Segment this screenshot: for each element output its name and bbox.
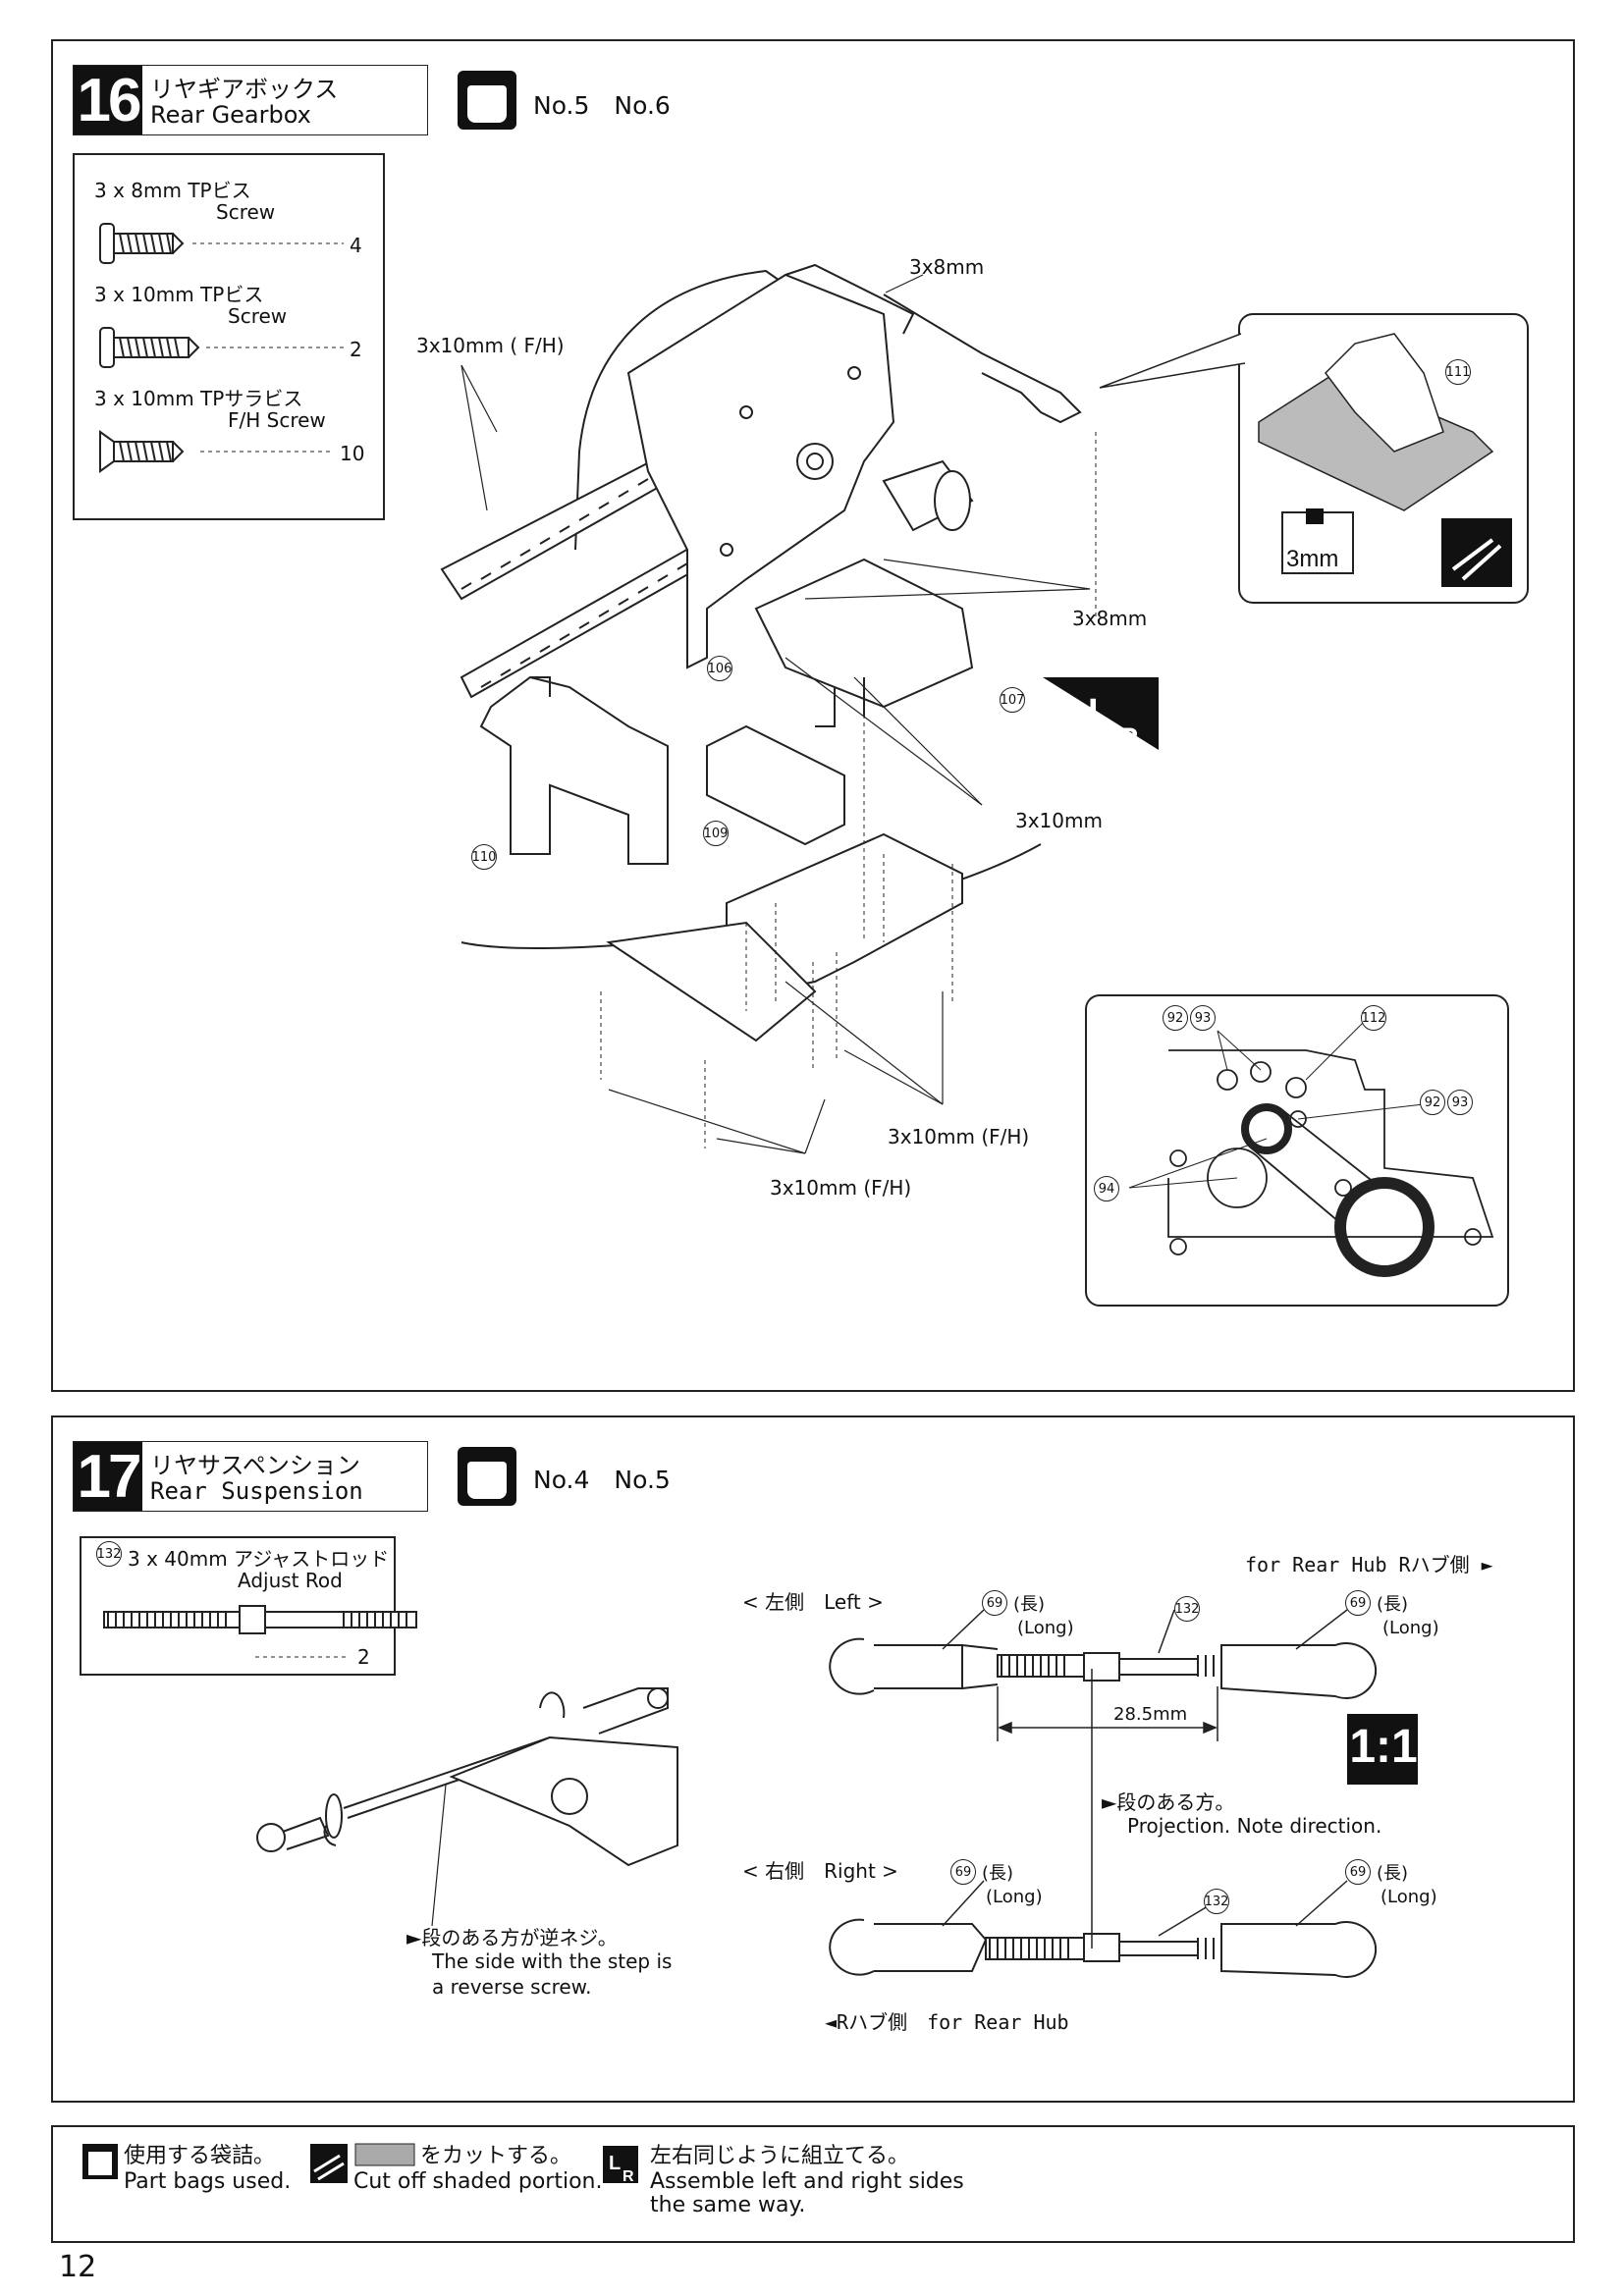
part-106-marker: 106 — [707, 656, 732, 681]
long-ja-lt: (長) — [1013, 1594, 1046, 1615]
part-109-marker: 109 — [703, 821, 729, 846]
legend-lr-ja: 左右同じように組立てる。 — [650, 2144, 910, 2168]
part-69-marker-rr: 69 — [1345, 1859, 1371, 1885]
long-en-lr: (Long) — [1382, 1618, 1439, 1638]
step17-title-en: Rear Suspension — [150, 1477, 363, 1505]
step16-title-en: Rear Gearbox — [150, 101, 311, 129]
legend-lr-en-2: the same way. — [650, 2193, 806, 2217]
label-3x10fh-b: 3x10mm (F/H) — [770, 1176, 912, 1200]
cut-size-label: 3mm — [1286, 546, 1339, 572]
svg-text:R: R — [1117, 722, 1139, 755]
part-2-name-ja: 3 x 10mm TPビス — [94, 283, 264, 306]
lr-arrow-icon: L R — [1043, 677, 1159, 755]
step16-panel — [51, 39, 1575, 1392]
step17-parts-box — [80, 1536, 396, 1676]
long-en-lt: (Long) — [1017, 1618, 1074, 1638]
part-93-marker-a: 93 — [1190, 1005, 1216, 1031]
part-2-qty: 2 — [350, 338, 362, 361]
label-3x8-top: 3x8mm — [909, 255, 985, 279]
belt-routing-inset — [1085, 994, 1509, 1307]
part-112-marker: 112 — [1361, 1005, 1386, 1031]
cut-size-badge — [1281, 511, 1354, 574]
bag-icon — [458, 71, 516, 130]
legend-cut-en: Cut off shaded portion. — [353, 2169, 603, 2194]
part-132-qty: 2 — [357, 1645, 370, 1669]
part-93-marker-b: 93 — [1447, 1090, 1473, 1115]
part-1-qty: 4 — [350, 234, 362, 257]
part-132-name-ja: 3 x 40mm アジャストロッド — [128, 1547, 390, 1571]
label-3x10: 3x10mm — [1015, 809, 1103, 832]
legend-bag-en: Part bags used. — [124, 2169, 292, 2194]
step17-title-box: 17 リヤサスペンション Rear Suspension — [73, 1441, 428, 1512]
note-en: Projection. Note direction. — [1127, 1814, 1382, 1838]
part-3-name-ja: 3 x 10mm TPサラビス — [94, 387, 303, 410]
long-ja-rr: (長) — [1377, 1863, 1409, 1884]
step17-title-ja: リヤサスペンション — [150, 1452, 360, 1479]
reverse-note-ja: ►段のある方が逆ネジ。 — [406, 1926, 618, 1949]
screw-tp-icon — [99, 223, 185, 264]
svg-text:L: L — [1088, 692, 1110, 733]
step17-panel — [51, 1415, 1575, 2103]
reverse-note-en-1: The side with the step is — [432, 1949, 673, 1973]
page-number: 12 — [59, 2250, 97, 2284]
scale-badge — [1347, 1714, 1418, 1785]
right-rod-drawing — [829, 1918, 1378, 1978]
label-3x10fh-left: 3x10mm ( F/H) — [416, 334, 565, 357]
long-ja-rt: (長) — [982, 1863, 1014, 1884]
part-3-name-en: F/H Screw — [228, 408, 326, 432]
reverse-note-en-2: a reverse screw. — [432, 1975, 592, 1999]
part-2-name-en: Screw — [228, 304, 288, 328]
legend-lr-icon — [603, 2146, 638, 2183]
step16-bags: No.5 No.6 — [533, 91, 671, 120]
part-111-marker: 111 — [1445, 359, 1471, 385]
part-69-marker-rt: 69 — [950, 1859, 976, 1885]
hub-bottom-label: ◄Rハブ側 for Rear Hub — [825, 2010, 1069, 2034]
bag-icon — [458, 1447, 516, 1506]
part-69-marker-lr: 69 — [1345, 1590, 1371, 1616]
part-92-marker-b: 92 — [1420, 1090, 1445, 1115]
part-132-name-en: Adjust Rod — [238, 1569, 343, 1592]
screw-tp-long-icon — [99, 327, 200, 368]
step17-number: 17 — [74, 1442, 142, 1511]
part-132-marker-lt: 132 — [1174, 1596, 1200, 1622]
part-132-marker: 132 — [96, 1541, 122, 1567]
legend-shaded-swatch — [354, 2143, 415, 2166]
right-rod-label: < 右側 Right > — [742, 1859, 898, 1883]
long-en-rr: (Long) — [1380, 1887, 1437, 1907]
label-3x10fh-a: 3x10mm (F/H) — [888, 1125, 1030, 1148]
part-1-name-en: Screw — [216, 200, 276, 224]
dimension-label: 28.5mm — [1113, 1704, 1188, 1725]
rear-gearbox-assembly — [440, 263, 1082, 1042]
hub-top-label: for Rear Hub Rハブ側 ► — [1245, 1553, 1493, 1576]
adjust-rod-part — [103, 1605, 417, 1634]
part-69-marker-lt: 69 — [982, 1590, 1007, 1616]
svg-text:R: R — [623, 2168, 634, 2185]
part-1-name-ja: 3 x 8mm TPビス — [94, 179, 251, 202]
scale-label: 1:1 — [1349, 1721, 1418, 1773]
part-110-marker: 110 — [471, 844, 497, 870]
legend-box — [51, 2125, 1575, 2243]
screw-fh-icon — [99, 430, 185, 473]
part-132-marker-rt: 132 — [1204, 1889, 1229, 1914]
legend-bag-ja: 使用する袋詰。 — [124, 2144, 276, 2168]
left-rod-drawing — [829, 1637, 1378, 1699]
label-3x8-mid: 3x8mm — [1072, 607, 1148, 630]
note-ja: ►段のある方。 — [1102, 1790, 1235, 1814]
part-94-marker: 94 — [1094, 1176, 1119, 1201]
legend-cut-ja: をカットする。 — [420, 2144, 572, 2168]
step16-title-ja: リヤギアボックス — [150, 76, 339, 103]
step16-number: 16 — [74, 66, 142, 134]
legend-lr-en-1: Assemble left and right sides — [650, 2169, 964, 2194]
step16-title-box: 16 リヤギアボックス Rear Gearbox — [73, 65, 428, 135]
step17-bags: No.4 No.5 — [533, 1466, 671, 1494]
part-92-marker-a: 92 — [1163, 1005, 1188, 1031]
long-ja-lr: (長) — [1377, 1594, 1409, 1615]
left-rod-label: < 左側 Left > — [742, 1590, 884, 1614]
assembly-pliers-illustration — [256, 1687, 678, 1927]
part-3-qty: 10 — [340, 442, 365, 465]
part-107-marker: 107 — [1000, 687, 1025, 713]
long-en-rt: (Long) — [986, 1887, 1043, 1907]
svg-text:L: L — [609, 2153, 621, 2174]
